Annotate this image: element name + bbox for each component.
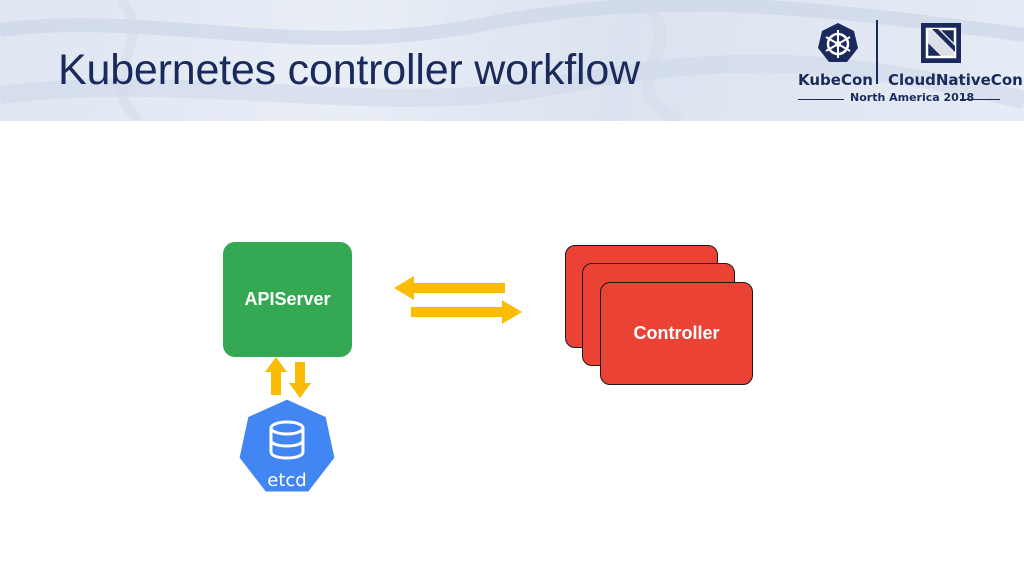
cloudnativecon-wordmark: CloudNativeCon xyxy=(888,71,1023,89)
arrow-to-apiserver xyxy=(394,276,505,300)
controller-label: Controller xyxy=(633,323,720,343)
event-rule-left xyxy=(798,99,844,100)
arrow-to-controller xyxy=(411,300,522,324)
etcd-logo-icon xyxy=(236,396,338,495)
controller-card-front: Controller xyxy=(600,282,753,385)
arrow-to-etcd xyxy=(289,362,311,398)
slide-header: Kubernetes controller workflow KubeCon C… xyxy=(0,0,1024,121)
logo-divider xyxy=(876,20,878,84)
kubecon-wordmark: KubeCon xyxy=(798,71,873,89)
event-rule-right xyxy=(960,99,1000,100)
apiserver-label: APIServer xyxy=(244,289,331,309)
etcd-label: etcd xyxy=(267,470,307,491)
kubernetes-wheel-icon xyxy=(818,23,858,62)
header-background-pattern xyxy=(0,0,1024,121)
arrow-to-apiserver-from-etcd xyxy=(265,357,287,395)
page-title: Kubernetes controller workflow xyxy=(58,46,640,94)
conference-logo: KubeCon CloudNativeCon North America 201… xyxy=(790,14,1023,114)
event-label: North America 2018 xyxy=(850,91,975,104)
apiserver-box: APIServer xyxy=(223,242,352,357)
cncf-icon xyxy=(921,23,961,63)
